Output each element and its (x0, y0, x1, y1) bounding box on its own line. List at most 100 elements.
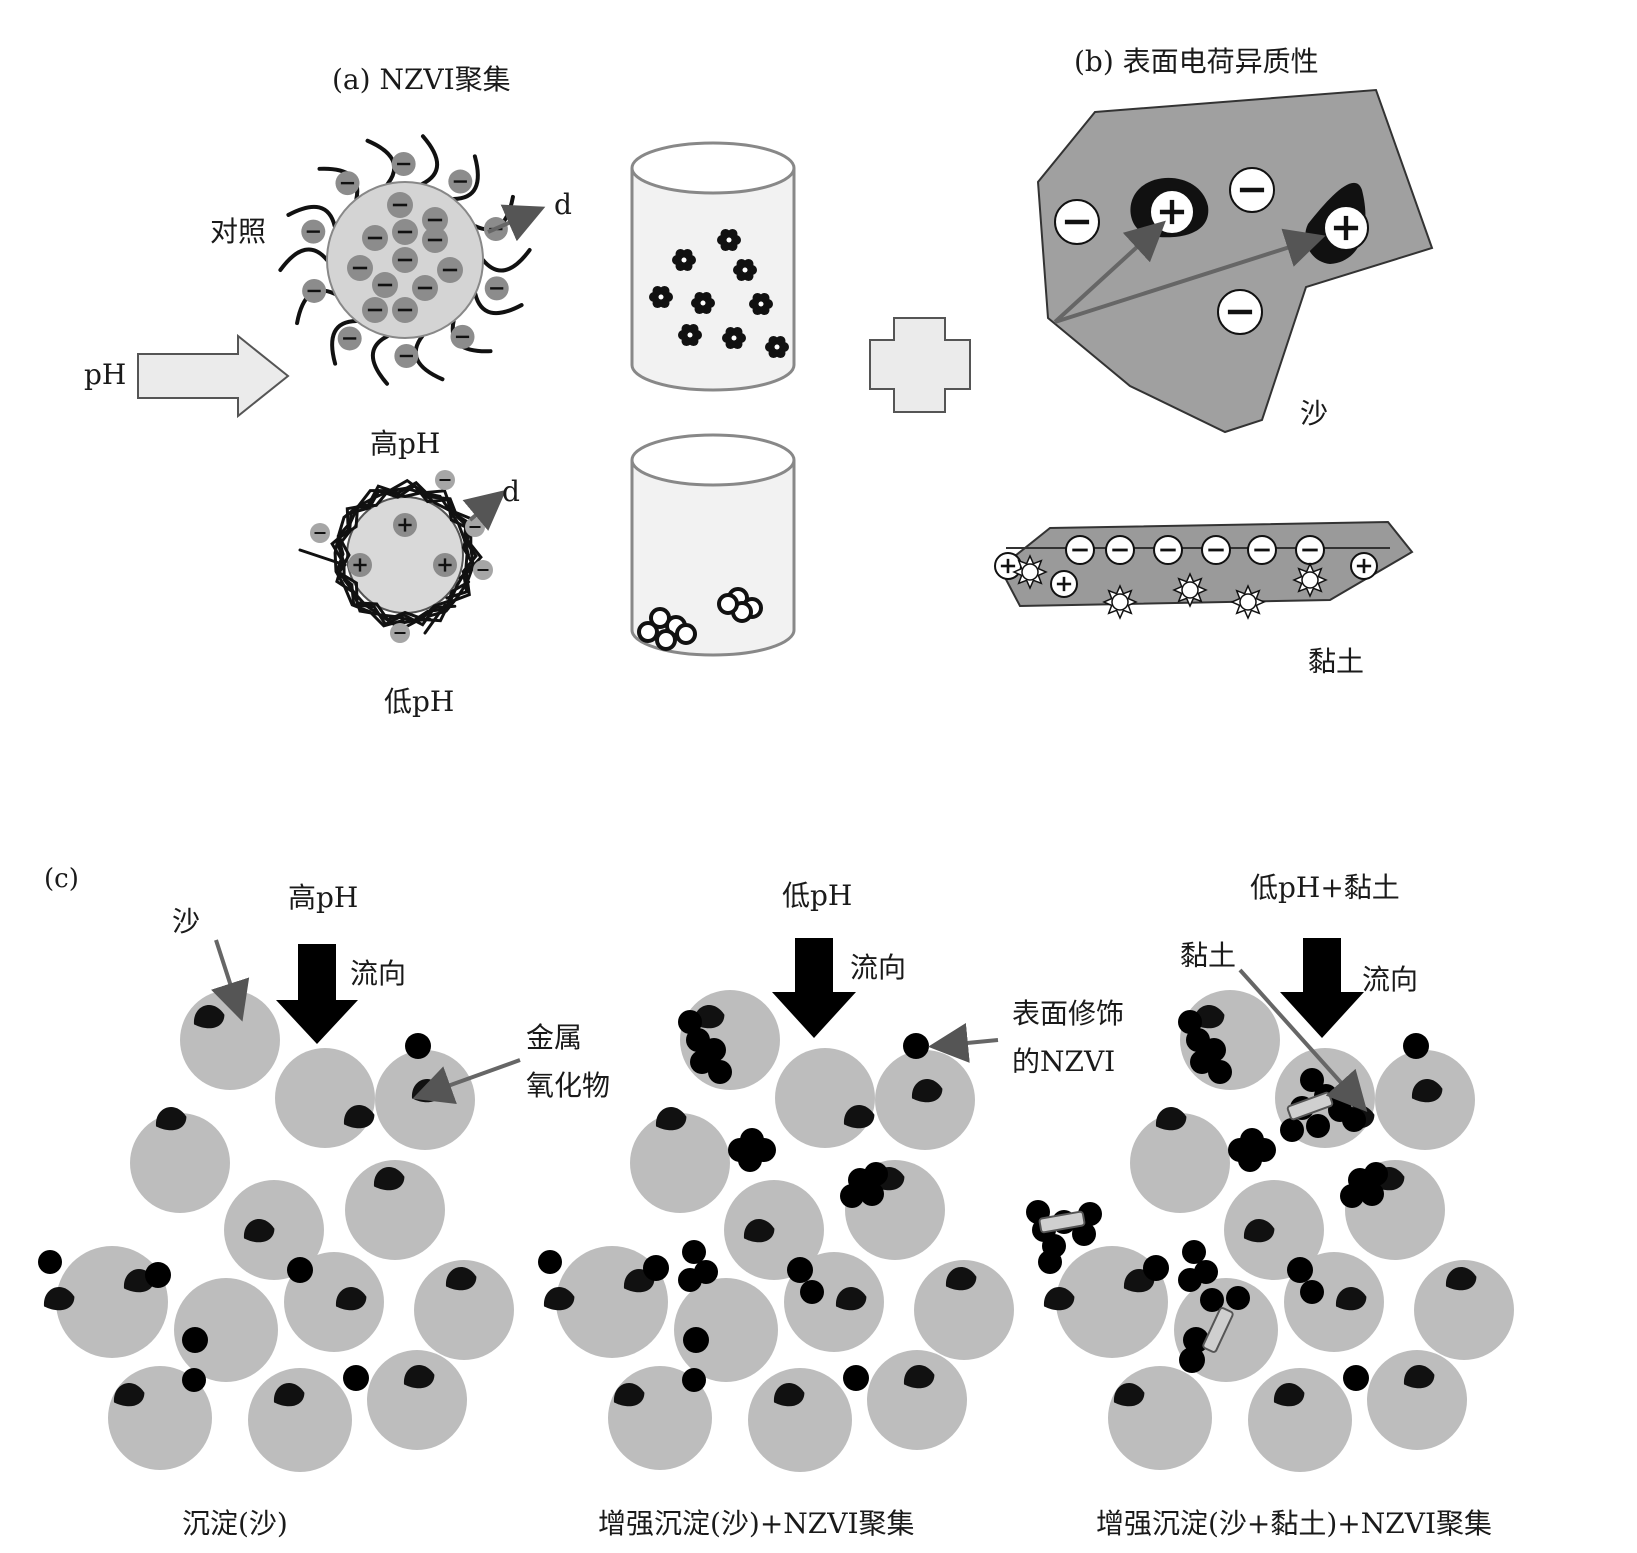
nzvi-particle (1178, 1010, 1202, 1034)
middle-condition: 低pH (782, 879, 853, 912)
flow-arrow-left (276, 944, 358, 1044)
tendril-negative-charge (391, 152, 416, 177)
spiky-nzvi (1012, 554, 1048, 590)
sand-grain (748, 1368, 852, 1472)
metal-oxide (1411, 1079, 1443, 1103)
beaker-dispersed (630, 141, 796, 392)
nzvi-particle (343, 1365, 369, 1391)
metal-oxide (903, 1365, 935, 1389)
clay-platelet (1038, 1210, 1086, 1234)
tangle-strand (337, 489, 470, 622)
negative-charge (390, 623, 410, 643)
positive-charge (393, 513, 417, 537)
nzvi-particle (1226, 1286, 1250, 1310)
nzvi-particle (182, 1368, 206, 1392)
polymer-tendril (278, 247, 329, 272)
nzvi-particle (1182, 1240, 1206, 1264)
nzvi-particle (287, 1257, 313, 1283)
nzvi-particle (1238, 1148, 1262, 1172)
flower-hole (731, 335, 737, 341)
clay-platelet (1202, 1307, 1234, 1353)
nzvi-particle (182, 1327, 208, 1353)
metal-oxide (43, 1287, 75, 1311)
core-negative-charge (422, 207, 448, 233)
aggregated-particle (655, 629, 677, 651)
nzvi-particle (1208, 1060, 1232, 1084)
metal-oxide (1273, 1383, 1305, 1407)
nzvi-particle (1403, 1033, 1429, 1059)
nzvi-particle (1340, 1184, 1364, 1208)
flow-arrow-middle (772, 938, 856, 1038)
sand-grain (775, 1048, 875, 1148)
flower-hole (681, 257, 687, 263)
left-condition: 高pH (288, 881, 359, 914)
control-label: 对照 (210, 215, 267, 248)
polymer-tendril (473, 291, 524, 315)
sand-grain (630, 1113, 730, 1213)
right-flow-label: 流向 (1362, 963, 1419, 996)
charge-pointer-1 (1053, 220, 1166, 324)
negative-charge (435, 470, 455, 490)
plus-connector (869, 317, 971, 413)
oxide-callout-line1: 金属 (526, 1021, 583, 1054)
clay-negative-site (1153, 535, 1183, 565)
sand-grain (1130, 1113, 1230, 1213)
nzvi-core (1021, 563, 1039, 581)
sand-grain (180, 990, 280, 1090)
polymer-tendril (365, 138, 397, 186)
metal-oxide (403, 1365, 435, 1389)
metal-oxide (1243, 1219, 1275, 1243)
tendril-negative-charge (450, 324, 475, 349)
sand-positive-site (1323, 205, 1369, 251)
metal-oxide (843, 1105, 875, 1129)
distance-label-top: d (554, 188, 572, 221)
sand-bed-low-ph (538, 990, 1014, 1472)
nzvi-particle (682, 1240, 706, 1264)
nzvi-particle (643, 1255, 669, 1281)
tendril-negative-charge (448, 169, 473, 194)
nzvi-particle (733, 258, 757, 282)
flower-hole (658, 294, 664, 300)
nzvi-particle (1038, 1250, 1062, 1274)
core-negative-charge (437, 257, 463, 283)
spiky-nzvi (1172, 572, 1208, 608)
loose-strand (423, 603, 447, 635)
metal-oxide (1113, 1383, 1145, 1407)
metal-oxide (445, 1267, 477, 1291)
tendril-negative-charge (302, 278, 327, 303)
flower-hole (687, 332, 693, 338)
core-negative-charge (387, 192, 413, 218)
flower-hole (742, 267, 748, 273)
clay-negative-site (1247, 535, 1277, 565)
clay-callout: 黏土 (1180, 939, 1237, 972)
nzvi-core (1111, 593, 1129, 611)
metal-oxide (155, 1107, 187, 1131)
negative-charge (310, 523, 330, 543)
sand-grain (414, 1260, 514, 1360)
core-negative-charge (372, 272, 398, 298)
metal-oxide (1403, 1365, 1435, 1389)
panel-c-tag: (c) (44, 864, 79, 894)
flower-hole (726, 237, 732, 243)
metal-oxide (243, 1219, 275, 1243)
nzvi-particle (691, 291, 715, 315)
nzvi-particle (717, 228, 741, 252)
sand-grain (1248, 1368, 1352, 1472)
nzvi-particle (1178, 1268, 1202, 1292)
nzvi-callout-line2: 的NZVI (1012, 1045, 1116, 1078)
metal-oxide (373, 1167, 405, 1191)
sand-grain (914, 1260, 1014, 1360)
nzvi-particle (1343, 1365, 1369, 1391)
core-negative-charge (422, 227, 448, 253)
nzvi-particle (1072, 1222, 1096, 1246)
panel-b (994, 88, 1434, 620)
clay-negative-site (1201, 535, 1231, 565)
metal-oxide (655, 1107, 687, 1131)
nzvi-particle (672, 248, 696, 272)
sand-callout-pointer (211, 939, 250, 1022)
distance-arrow-top (487, 204, 546, 242)
negative-charges (301, 152, 509, 368)
clay-negative-site (1105, 535, 1135, 565)
polymer-tendril (330, 318, 359, 366)
